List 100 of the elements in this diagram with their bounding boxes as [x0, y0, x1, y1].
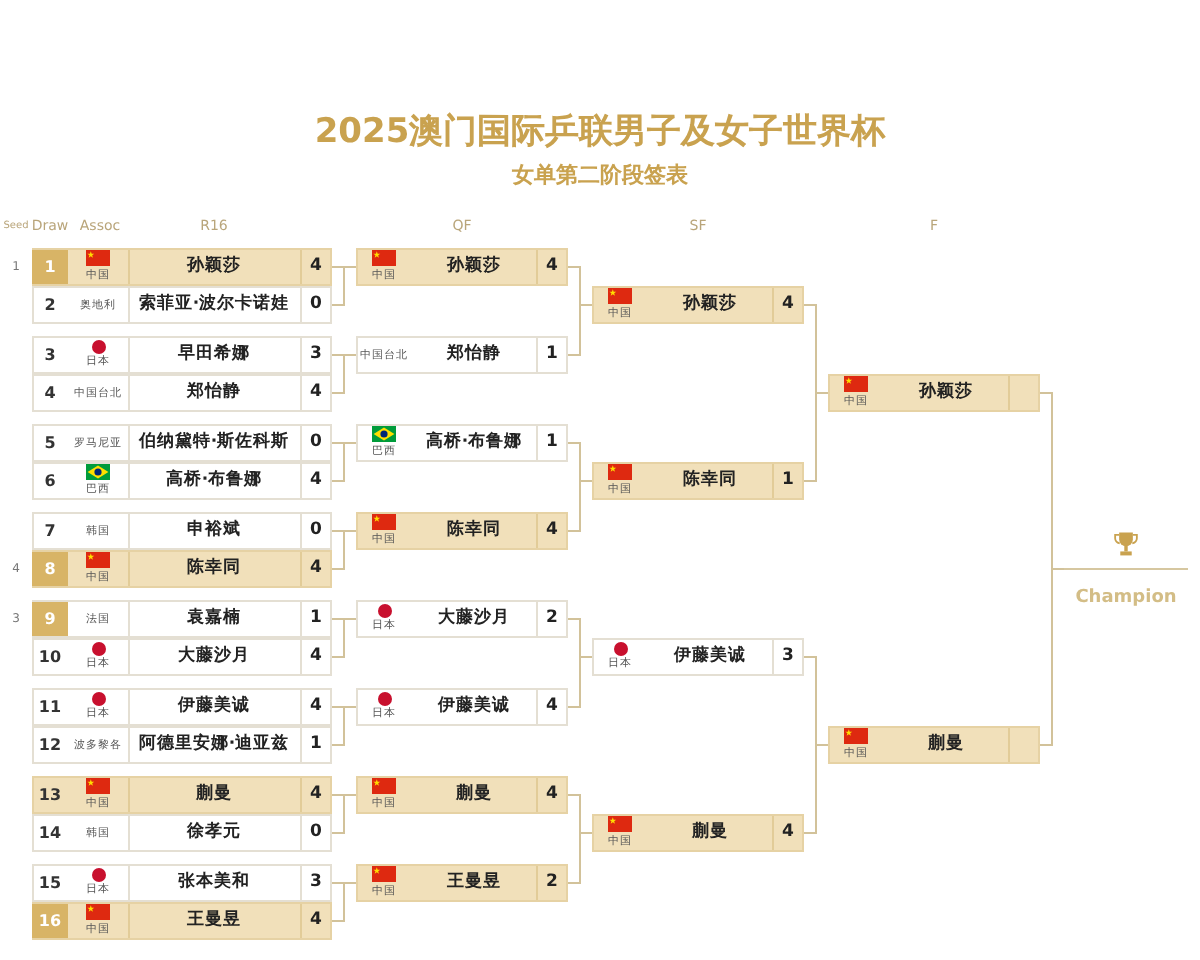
bracket-slot	[32, 286, 332, 324]
bracket-slot	[32, 462, 332, 500]
bracket-line	[567, 656, 593, 708]
title: 2025澳门国际乒联男子及女子世界杯	[314, 116, 886, 150]
player-name: 大藤沙月	[438, 610, 510, 628]
bracket-slot	[32, 688, 332, 726]
match-score: 4	[546, 698, 558, 716]
bracket-slot	[356, 688, 568, 726]
player-name: 陈幸同	[683, 472, 737, 490]
player-name: 伊藤美诚	[178, 698, 250, 716]
match-score: 4	[310, 384, 322, 402]
bracket-slot	[828, 726, 1040, 764]
bracket-slot	[356, 600, 568, 638]
bracket-line	[567, 304, 593, 356]
match-score: 3	[782, 648, 794, 666]
player-name: 孙颖莎	[447, 258, 501, 276]
player-name: 徐孝元	[187, 824, 241, 842]
bracket-slot	[592, 286, 804, 324]
player-name: 孙颖莎	[187, 258, 241, 276]
player-name: 伊藤美诚	[438, 698, 510, 716]
draw-number: 7	[44, 523, 56, 539]
player-name: 张本美和	[178, 874, 250, 892]
draw-number: 11	[38, 699, 62, 715]
match-score: 4	[546, 258, 558, 276]
match-score: 4	[310, 472, 322, 490]
bracket-slot	[592, 638, 804, 676]
bracket-slot	[32, 336, 332, 374]
draw-number: 12	[38, 737, 62, 753]
match-score: 4	[546, 786, 558, 804]
match-score: 4	[546, 522, 558, 540]
bracket-slot	[32, 814, 332, 852]
bracket-line	[331, 706, 357, 746]
match-score: 1	[546, 346, 558, 364]
player-name: 郑怡静	[447, 346, 501, 364]
player-name: 索菲亚·波尔卡诺娃	[138, 296, 290, 314]
draw-number: 5	[44, 435, 56, 451]
bracket-slot	[32, 776, 332, 814]
player-name: 阿德里安娜·迪亚兹	[138, 736, 290, 754]
bracket-slot	[32, 864, 332, 902]
player-name: 早田希娜	[178, 346, 250, 364]
match-score: 4	[310, 786, 322, 804]
match-score: 0	[310, 434, 322, 452]
match-score: 4	[310, 698, 322, 716]
draw-number: 2	[44, 297, 56, 313]
match-score: 1	[782, 472, 794, 490]
bracket-slot	[32, 726, 332, 764]
bracket-line	[331, 266, 357, 306]
bracket-line	[331, 794, 357, 834]
draw-number: 14	[38, 825, 62, 841]
draw-number: 6	[44, 473, 56, 489]
player-name: 伯纳黛特·斯佐科斯	[138, 434, 290, 452]
match-score: 0	[310, 296, 322, 314]
player-name: 大藤沙月	[178, 648, 250, 666]
player-name: 申裕斌	[187, 522, 241, 540]
match-score: 1	[310, 610, 322, 628]
player-name: 孙颖莎	[683, 296, 737, 314]
bracket-line	[331, 618, 357, 658]
match-score: 1	[546, 434, 558, 452]
player-name: 蒯曼	[196, 786, 232, 804]
bracket-slot	[32, 512, 332, 550]
bracket-slot	[592, 814, 804, 852]
bracket-slot	[356, 864, 568, 902]
bracket-line	[567, 480, 593, 532]
bracket-line	[331, 354, 357, 394]
player-name: 袁嘉楠	[187, 610, 241, 628]
bracket-slot	[32, 600, 332, 638]
bracket-line	[803, 392, 829, 482]
bracket-slot	[592, 462, 804, 500]
match-score: 4	[310, 648, 322, 666]
player-name: 郑怡静	[187, 384, 241, 402]
match-score: 4	[310, 560, 322, 578]
bracket-line	[331, 882, 357, 922]
draw-number: 15	[38, 875, 62, 891]
draw-number: 4	[44, 385, 56, 401]
match-score: 4	[310, 258, 322, 276]
bracket-slot	[356, 336, 568, 374]
match-score: 0	[310, 522, 322, 540]
bracket-line	[331, 442, 357, 482]
bracket-slot	[356, 248, 568, 286]
match-score: 2	[546, 610, 558, 628]
bracket-line	[1039, 568, 1065, 746]
match-score: 2	[546, 874, 558, 892]
draw-number: 10	[38, 649, 62, 665]
subtitle: 女单第二阶段签表	[512, 164, 688, 186]
draw-number: 13	[38, 787, 62, 803]
bracket-slot	[32, 248, 332, 286]
match-score: 3	[310, 346, 322, 364]
bracket-slot	[32, 424, 332, 462]
champion-label: Champion	[1075, 589, 1177, 607]
player-name: 高桥·布鲁娜	[425, 434, 523, 452]
bracket-slot	[828, 374, 1040, 412]
bracket-slot	[32, 550, 332, 588]
player-name: 陈幸同	[447, 522, 501, 540]
bracket-slot	[356, 512, 568, 550]
player-name: 孙颖莎	[919, 384, 973, 402]
match-score: 3	[310, 874, 322, 892]
bracket-slot	[32, 638, 332, 676]
match-score: 4	[782, 296, 794, 314]
player-name: 蒯曼	[456, 786, 492, 804]
bracket-slot	[32, 902, 332, 940]
